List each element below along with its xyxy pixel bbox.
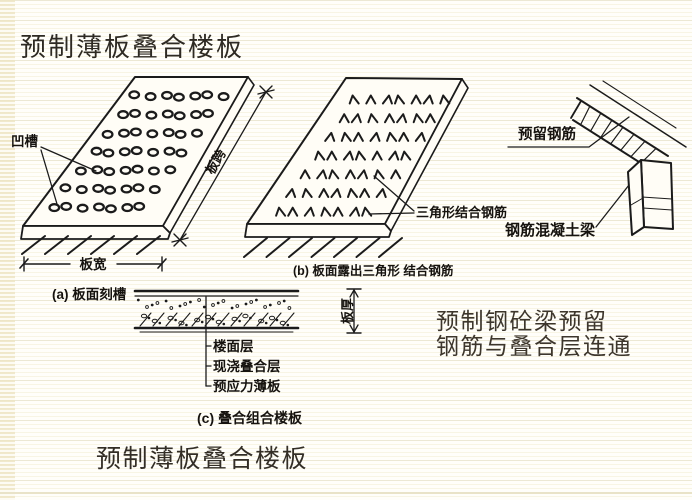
span-dim-marker-bottom bbox=[171, 233, 189, 247]
thin-slab-aggregate bbox=[140, 313, 290, 327]
groove-dots bbox=[48, 90, 230, 214]
page-title: 预制薄板叠合楼板 bbox=[20, 33, 245, 62]
triangle-rebar-marks bbox=[275, 94, 451, 217]
thickness-dimension: 板厚 bbox=[340, 288, 362, 334]
groove-leader-1 bbox=[40, 146, 97, 172]
bottom-divider bbox=[0, 492, 692, 494]
note-line-2: 钢筋与叠合层连通 bbox=[436, 334, 632, 359]
layer-label-floor: 楼面层 bbox=[213, 338, 254, 354]
caption-c: (c) 叠合组合楼板 bbox=[197, 410, 303, 426]
beam-detail-drawing bbox=[570, 80, 687, 236]
protruding-rebar-line-2 bbox=[602, 80, 677, 129]
layer-label-prestressed: 预应力薄板 bbox=[213, 378, 281, 394]
concrete-beam-label: 钢筋混凝土梁 bbox=[505, 221, 596, 239]
left-edge-texture bbox=[0, 0, 15, 500]
concrete-beam-callout: 钢筋混凝土梁 bbox=[505, 184, 630, 239]
footer-title: 预制薄板叠合楼板 bbox=[96, 446, 309, 473]
stirrup-ticks bbox=[580, 105, 657, 164]
span-dim-line bbox=[179, 91, 267, 241]
groove-callout: 凹槽 bbox=[11, 133, 97, 205]
section-c-drawing bbox=[133, 289, 300, 387]
slab-b-drawing bbox=[243, 77, 469, 258]
caption-a: (a) 板面刻槽 bbox=[52, 286, 127, 302]
layer-label-cast: 现浇叠合层 bbox=[213, 358, 281, 374]
cast-layer-aggregate bbox=[136, 298, 292, 310]
reserved-rebar-label: 预留钢筋 bbox=[518, 125, 576, 143]
caption-b: (b) 板面露出三角形 结合钢筋 bbox=[293, 263, 454, 278]
reserved-rebar-callout: 预留钢筋 bbox=[507, 116, 630, 148]
slab-a-front-face bbox=[20, 225, 171, 240]
slab-a-rebar-hatches bbox=[21, 235, 161, 255]
groove-leader-2 bbox=[40, 149, 58, 205]
thickness-label: 板厚 bbox=[340, 298, 355, 324]
width-dimension: 板宽 bbox=[19, 256, 167, 272]
note-text: 预制钢砼梁预留 钢筋与叠合层连通 bbox=[436, 309, 632, 359]
groove-label: 凹槽 bbox=[11, 133, 38, 149]
beam-side-face bbox=[627, 159, 645, 236]
triangle-rebar-callout: 三角形结合钢筋 bbox=[368, 175, 507, 220]
slab-b-front-face bbox=[244, 223, 392, 238]
span-dim-marker-top bbox=[257, 85, 275, 99]
note-line-1: 预制钢砼梁预留 bbox=[436, 309, 608, 334]
slab-b-rebar-hatches bbox=[243, 237, 403, 258]
width-label: 板宽 bbox=[80, 256, 107, 272]
protruding-rebar-line bbox=[589, 84, 687, 148]
beam-front-face bbox=[640, 159, 674, 230]
triangle-rebar-label: 三角形结合钢筋 bbox=[416, 205, 507, 220]
slab-a-drawing bbox=[20, 76, 255, 255]
